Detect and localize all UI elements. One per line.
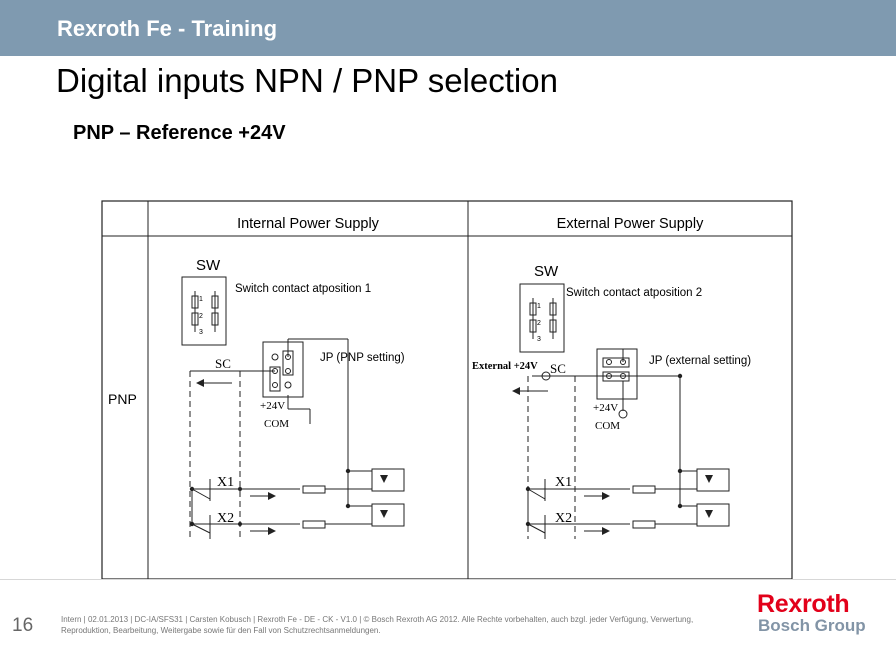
- internal-switch-pos-1: 1: [199, 296, 203, 303]
- internal-switch-note: Switch contact atposition 1: [235, 283, 371, 295]
- external-switch-pos-1: 1: [537, 303, 541, 310]
- slide-title: Digital inputs NPN / PNP selection: [56, 62, 558, 99]
- wiring-diagram: Internal Power Supply External Power Sup…: [101, 200, 793, 580]
- external-switch-note: Switch contact atposition 2: [566, 287, 702, 299]
- external-circuit: [518, 283, 730, 539]
- external-sw-label: SW: [534, 263, 559, 280]
- external-x1-label: X1: [555, 475, 572, 490]
- footer-legal-text: Intern | 02.01.2013 | DC-IA/SFS31 | Cars…: [61, 615, 694, 635]
- footer-rule: [0, 579, 896, 580]
- internal-com-label: COM: [264, 418, 289, 430]
- external-jp-note: JP (external setting): [649, 355, 751, 367]
- external-sc-label: SC: [550, 361, 566, 376]
- internal-switch-pos-2: 2: [199, 313, 203, 320]
- external-com-label: COM: [595, 420, 620, 432]
- row-label-pnp: PNP: [108, 391, 137, 407]
- internal-sw-label: SW: [196, 257, 221, 274]
- external-switch-pos-2: 2: [537, 320, 541, 327]
- header-title: Rexroth Fe - Training: [57, 16, 278, 41]
- internal-circuit: [181, 276, 405, 539]
- bosch-group-logo: Bosch Group: [758, 616, 866, 635]
- page-number: 16: [12, 615, 34, 636]
- internal-24v-label: +24V: [260, 400, 285, 412]
- internal-switch-pos-3: 3: [199, 329, 203, 336]
- internal-x1-label: X1: [217, 475, 234, 490]
- column-header-external: External Power Supply: [557, 216, 704, 232]
- external-24v-label: +24V: [593, 402, 618, 414]
- header-bar: [0, 0, 896, 56]
- external-switch-pos-3: 3: [537, 336, 541, 343]
- internal-jp-note: JP (PNP setting): [320, 352, 405, 364]
- external-24v-supply-label: External +24V: [472, 361, 538, 372]
- slide-subtitle: PNP – Reference +24V: [73, 122, 286, 144]
- external-circuit-marks: [512, 373, 713, 535]
- internal-sc-label: SC: [215, 356, 231, 371]
- rexroth-logo: Rexroth: [757, 590, 850, 618]
- external-x2-label: X2: [555, 511, 572, 526]
- column-header-internal: Internal Power Supply: [237, 216, 380, 232]
- internal-x2-label: X2: [217, 511, 234, 526]
- internal-circuit-marks: [189, 379, 388, 535]
